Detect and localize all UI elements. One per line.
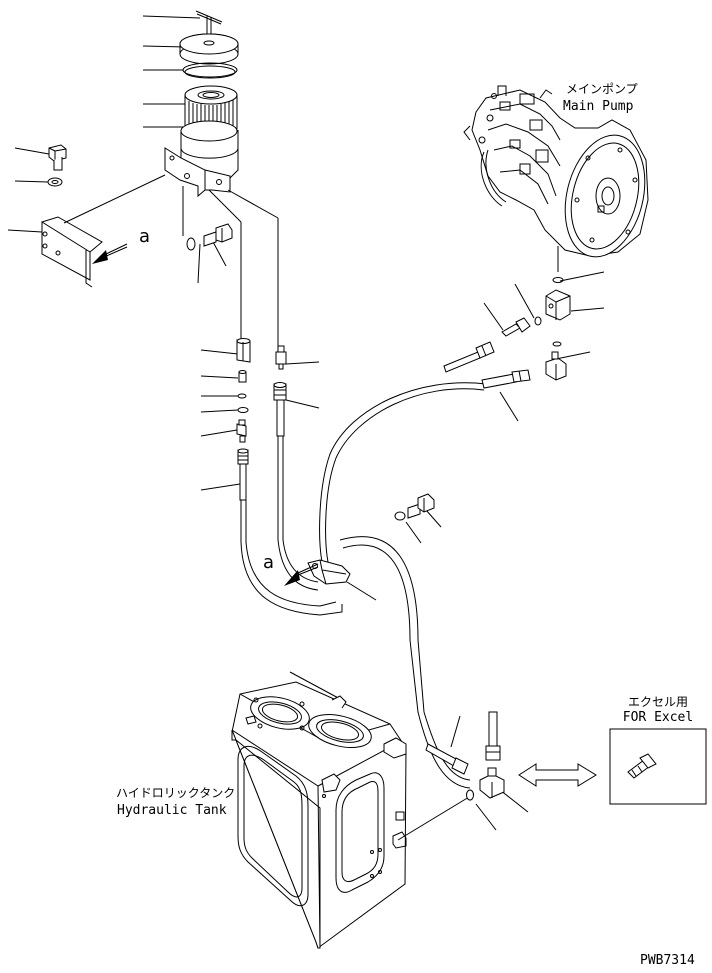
filter-assembly <box>164 10 239 198</box>
view-arrow-a-upper <box>92 243 128 264</box>
view-marker-upper: a <box>139 226 151 247</box>
hydraulic-tank-label-jp: ハイドロリックタンク <box>116 786 236 800</box>
excel-label-jp: エクセル用 <box>627 695 688 709</box>
hydraulic-tank <box>231 681 475 949</box>
assembly-lines <box>182 186 279 352</box>
main-pump <box>463 85 649 283</box>
drawing-code: PWB7314 <box>640 953 695 968</box>
double-arrow <box>518 763 597 787</box>
hoses <box>240 382 487 789</box>
hose-clamp <box>307 493 435 585</box>
right-fitting-stack <box>273 345 287 437</box>
tank-fittings <box>425 711 505 801</box>
pump-fittings <box>443 289 571 389</box>
left-fitting-stack <box>236 338 251 501</box>
view-marker-lower: a <box>263 552 275 573</box>
housing-bolt <box>186 223 233 251</box>
excel-label-en: FOR Excel <box>622 710 694 725</box>
main-pump-label-en: Main Pump <box>563 99 634 114</box>
main-pump-label-jp: メインポンプ <box>566 82 638 96</box>
view-arrow-a-lower <box>284 563 319 586</box>
excel-variant-box <box>609 728 707 805</box>
plate-and-bolt <box>41 144 166 288</box>
hydraulic-tank-label-en: Hydraulic Tank <box>117 803 227 818</box>
leader-lines <box>7 15 666 831</box>
